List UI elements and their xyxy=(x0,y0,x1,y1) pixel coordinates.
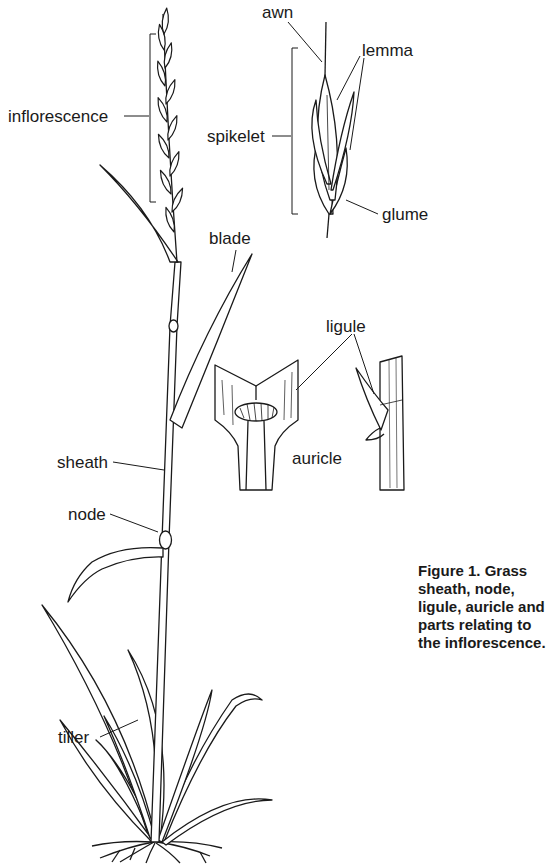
ligule-detail xyxy=(222,372,292,425)
roots xyxy=(130,848,135,860)
leader-lines xyxy=(288,22,322,62)
part-label: auricle xyxy=(292,450,342,467)
spikelet-detail xyxy=(331,92,354,190)
inflorescence-spike xyxy=(161,8,170,34)
roots xyxy=(146,843,155,863)
culm-stem xyxy=(160,531,172,549)
tiller-shoot xyxy=(104,716,155,838)
leader-lines xyxy=(100,720,138,737)
culm-stem xyxy=(169,320,178,332)
roots xyxy=(92,842,222,864)
roots xyxy=(92,842,153,847)
part-label: sheath xyxy=(57,454,108,471)
part-label: awn xyxy=(262,4,293,21)
roots xyxy=(112,850,120,862)
ligule-detail xyxy=(246,421,266,490)
part-label: lemma xyxy=(362,42,413,59)
figure-caption: Figure 1. Grass sheath, node, ligule, au… xyxy=(418,562,550,652)
inflorescence-spike xyxy=(169,187,185,213)
leader-lines xyxy=(232,250,236,272)
leader-lines xyxy=(150,34,156,202)
basal-leaves xyxy=(162,799,272,845)
stem-leaf xyxy=(100,165,178,262)
stem-leaf xyxy=(68,548,163,602)
leader-lines xyxy=(110,514,158,532)
leader-lines xyxy=(272,136,291,137)
leader-lines xyxy=(296,334,352,390)
ligule-detail xyxy=(255,386,256,400)
leader-lines xyxy=(100,22,378,737)
spikelet-detail xyxy=(325,22,326,76)
tiller-shoot xyxy=(104,716,155,838)
leader-lines xyxy=(337,56,360,100)
leader-lines xyxy=(124,116,149,117)
ligule-detail xyxy=(240,403,274,421)
part-label: blade xyxy=(209,230,251,247)
ligule-detail xyxy=(215,360,298,490)
basal-leaves xyxy=(42,605,156,840)
part-label: tiller xyxy=(58,729,89,746)
auricle-detail xyxy=(389,358,397,488)
spikelet-detail xyxy=(327,214,329,238)
roots xyxy=(100,842,154,858)
inflorescence-spike xyxy=(163,206,177,233)
basal-leaves xyxy=(160,694,262,842)
ligule-detail xyxy=(215,360,298,490)
leader-lines xyxy=(354,334,374,394)
part-label: spikelet xyxy=(207,128,265,145)
leader-lines xyxy=(113,462,164,470)
spikelet-detail xyxy=(312,22,354,238)
basal-leaves xyxy=(158,690,212,842)
part-label: inflorescence xyxy=(8,108,108,125)
part-label: glume xyxy=(382,206,428,223)
spikelet-detail xyxy=(327,95,329,190)
auricle-detail xyxy=(356,356,404,490)
ligule-detail xyxy=(235,403,277,421)
auricle-detail xyxy=(380,400,402,405)
leader-lines xyxy=(350,58,364,150)
roots xyxy=(200,852,206,863)
auricle-detail xyxy=(356,368,388,430)
part-label: node xyxy=(68,506,106,523)
auricle-detail xyxy=(366,428,384,440)
part-label: ligule xyxy=(326,318,366,335)
inflorescence-spike xyxy=(155,8,185,262)
leader-lines xyxy=(346,200,378,214)
leader-lines xyxy=(292,48,298,214)
